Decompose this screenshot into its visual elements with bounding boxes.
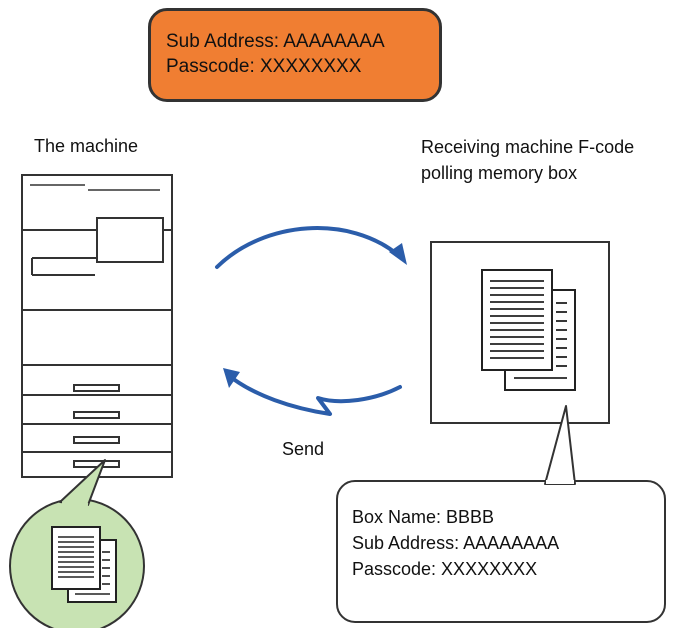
receiving-machine-label: Receiving machine F-code polling memory … — [421, 137, 635, 183]
printer-icon — [21, 174, 173, 478]
document-stack-icon — [51, 526, 117, 603]
machine-label: The machine — [34, 136, 139, 156]
box-passcode-line: Passcode: XXXXXXXX — [352, 559, 538, 579]
header-passcode: Passcode: XXXXXXXX — [166, 56, 362, 77]
send-arrow — [223, 368, 402, 416]
sub-address-passcode-box: Sub Address: AAAAAAAA Passcode: XXXXXXXX — [149, 9, 441, 101]
stored-documents-callout — [9, 459, 145, 628]
box-info-bubble — [336, 405, 666, 623]
box-sub-address-line: Sub Address: AAAAAAAA — [352, 533, 560, 553]
box-info-text: Box Name: BBBB Sub Address: AAAAAAAA Pas… — [337, 492, 665, 622]
header-sub-address: Sub Address: AAAAAAAA — [166, 31, 385, 52]
memory-box-documents-icon — [481, 269, 576, 391]
send-label: Send — [282, 439, 325, 459]
request-arrow — [215, 226, 407, 269]
box-name-line: Box Name: BBBB — [352, 507, 495, 527]
